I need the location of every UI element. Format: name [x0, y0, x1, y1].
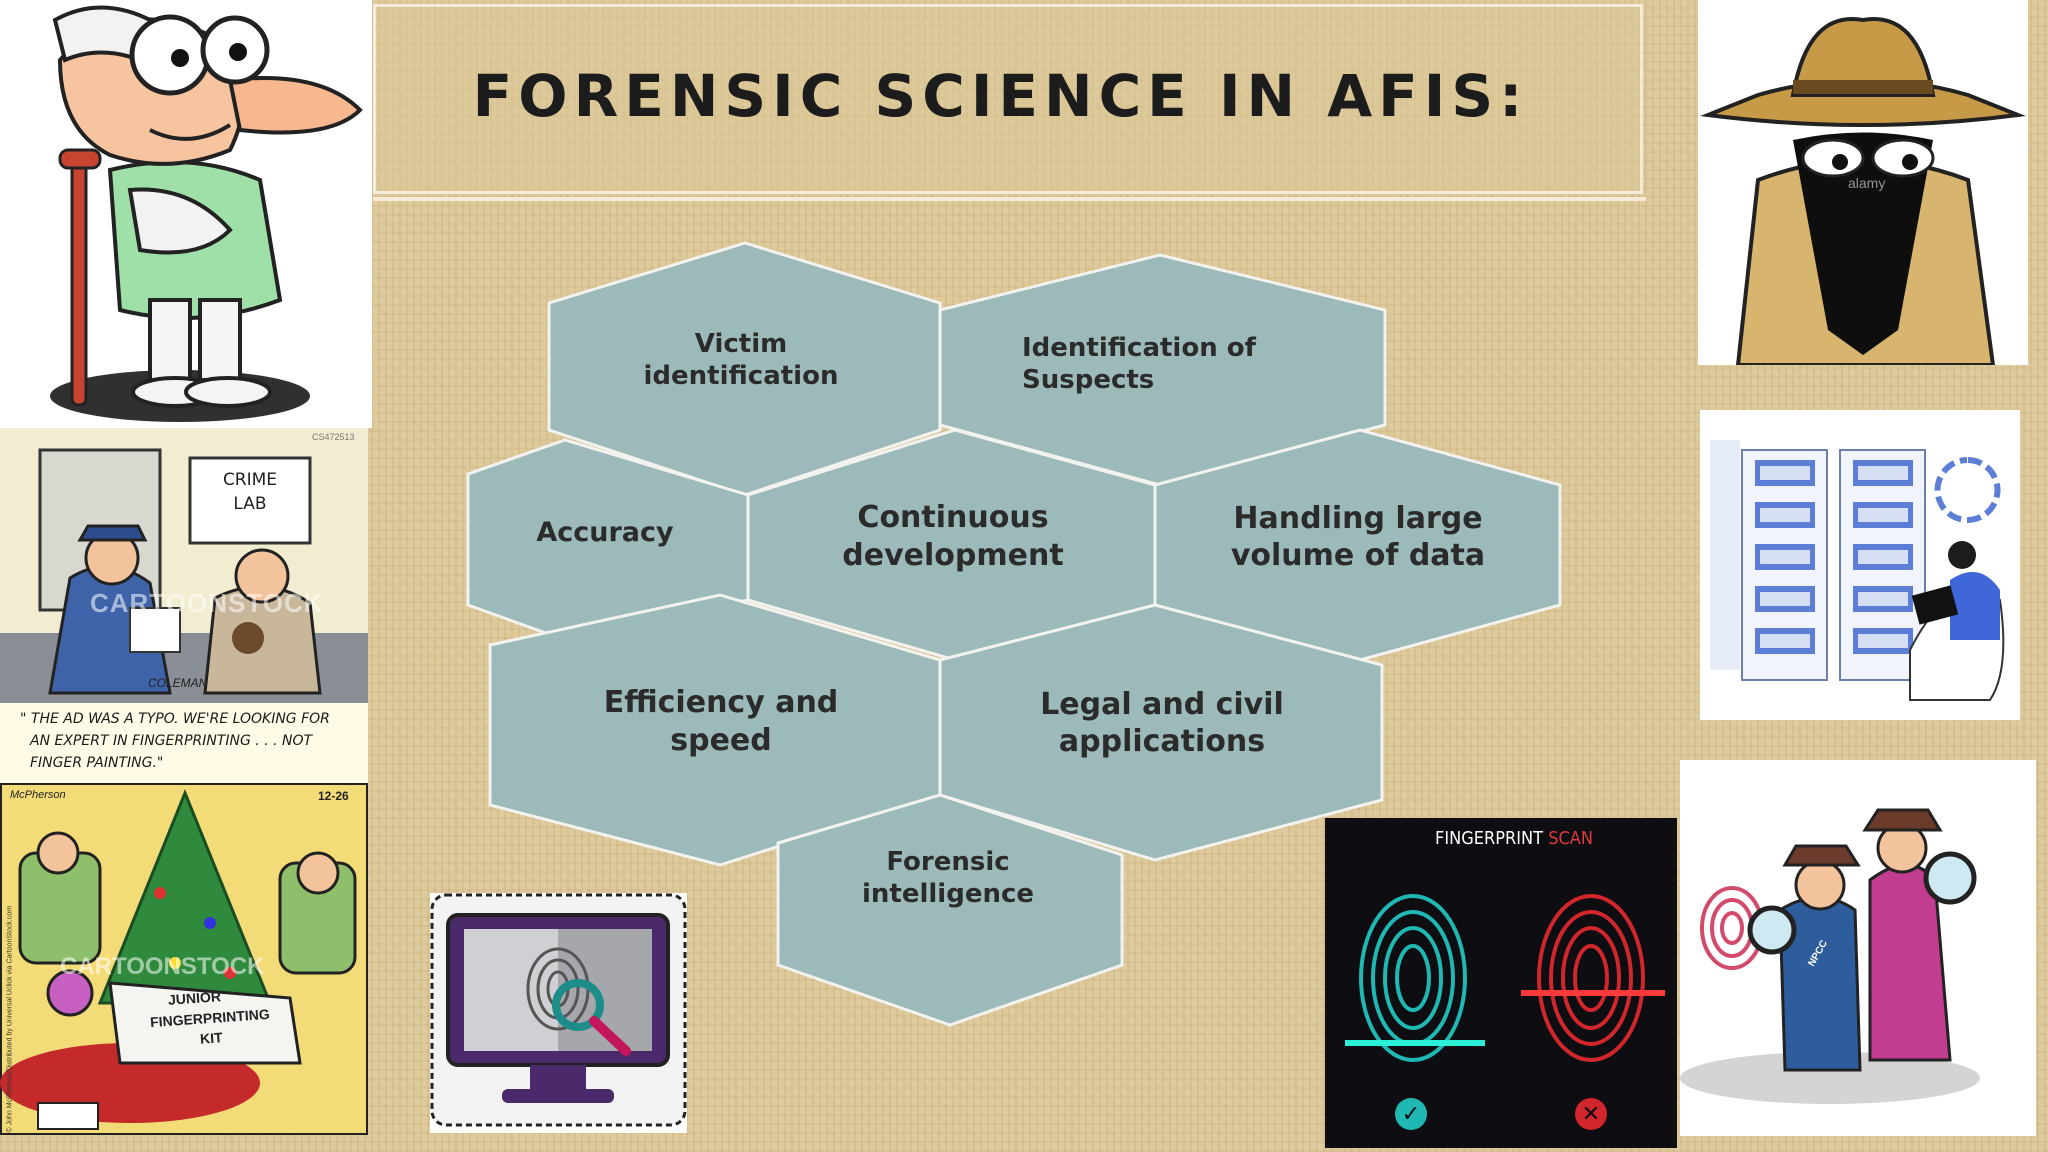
fingerprint-scan-title: FINGERPRINT SCAN	[1435, 828, 1593, 849]
cartoon-caption-line-1: " THE AD WAS A TYPO. WE'RE LOOKING FOR	[20, 711, 330, 727]
kit-box-text-3: KIT	[199, 1029, 224, 1047]
hexagon-1	[938, 253, 1387, 487]
scan-title-white: FINGERPRINT	[1435, 828, 1544, 849]
check-icon: ✓	[1395, 1098, 1427, 1130]
cartoon-credit: © John McPherson/Distributed by Universa…	[6, 905, 14, 1133]
hexagon-0	[547, 241, 942, 497]
hexagon-label-6-0: Legal and civil	[1040, 687, 1284, 722]
hexagon-label-4-0: Handling large	[1233, 501, 1482, 536]
cartoon-caption-line-2: AN EXPERT IN FINGERPRINTING . . . NOT	[30, 733, 313, 749]
injured-man-cartoon	[0, 0, 372, 428]
scan-title-red: SCAN	[1548, 828, 1593, 849]
slide-title: FORENSIC SCIENCE IN AFIS:	[472, 62, 1529, 130]
hexagon-label-0-0: Victim	[695, 329, 787, 359]
cross-icon: ✕	[1575, 1098, 1607, 1130]
cartoon-watermark: CARTOONSTOCK	[90, 588, 324, 618]
data-analyst-illustration	[1700, 410, 2020, 720]
hexagon-label-3-1: development	[842, 538, 1063, 573]
hexagon-label-2-0: Accuracy	[536, 517, 674, 548]
hexagon-label-7-0: Forensic	[886, 847, 1009, 877]
stock-watermark: alamy	[1848, 175, 1886, 191]
hexagon-7	[776, 793, 1124, 1027]
cartoonist-signature: COLEMAN	[148, 676, 208, 690]
crime-lab-sign-text: CRIME	[222, 470, 278, 490]
fingerprint-scan-image: FINGERPRINT SCAN ✓ ✕	[1325, 818, 1677, 1148]
hexagon-label-5-0: Efficiency and	[604, 685, 839, 720]
hexagon-label-0-1: identification	[644, 361, 839, 391]
hexagon-label-7-1: intelligence	[862, 879, 1034, 909]
hexagon-label-1-0: Identification of	[1022, 333, 1257, 363]
title-divider	[373, 197, 1646, 201]
cartoonist-signature-2: McPherson	[10, 789, 66, 801]
hexagon-label-1-1: Suspects	[1022, 365, 1154, 395]
cartoon-code: CS472513	[312, 432, 355, 442]
monitor-fingerprint-image	[430, 893, 687, 1133]
crime-lab-sign-text-2: LAB	[233, 494, 267, 514]
spy-trenchcoat-image: alamy	[1698, 0, 2028, 365]
fingerprinting-kit-cartoon: McPherson 12-26 JUNIOR FINGERPRINTING KI…	[0, 783, 368, 1135]
detectives-illustration: NPCC	[1680, 760, 2036, 1136]
hexagon-label-5-1: speed	[670, 723, 772, 758]
title-box	[373, 4, 1643, 194]
cartoon-watermark-2: CARTOONSTOCK	[60, 953, 265, 980]
cartoon-caption-line-3: FINGER PAINTING."	[30, 755, 164, 771]
cartoon-date: 12-26	[318, 789, 349, 803]
crime-lab-cartoon: CRIME LAB CS472513 CARTOONSTOCK COLEMAN …	[0, 428, 368, 783]
hexagon-label-4-1: volume of data	[1231, 538, 1485, 573]
hexagon-label-3-0: Continuous	[857, 500, 1048, 535]
hexagon-label-6-1: applications	[1059, 724, 1265, 759]
